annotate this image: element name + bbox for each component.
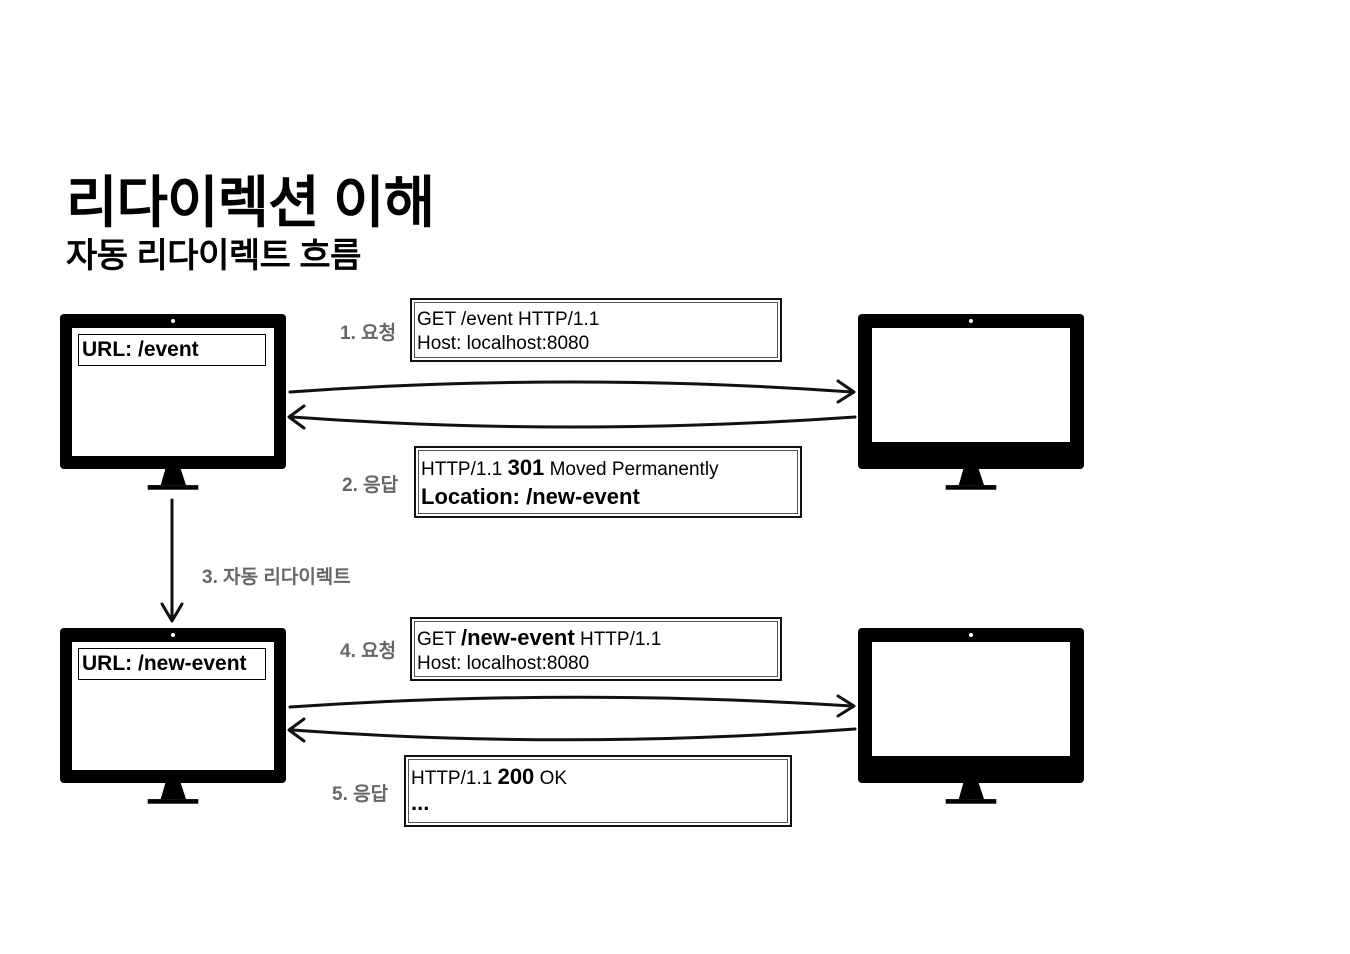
monitor-stand-icon [147,783,199,804]
host-header: Host: localhost:8080 [417,653,590,674]
request-arrow-1 [288,380,854,394]
monitor-stand-icon [147,469,199,490]
request-line: GET /event HTTP/1.1 [417,309,600,330]
status-code: 301 [507,455,545,480]
camera-icon [969,319,973,323]
location-header: Location: /new-event [421,484,640,509]
page-title: 리다이렉션 이해 [66,171,435,234]
monitor-stand-icon [945,783,997,804]
step-label-3: 3. 자동 리다이렉트 [202,567,351,588]
monitor-stand-icon [945,469,997,490]
http-response-1: HTTP/1.1 301 Moved Permanently Location:… [414,446,802,518]
method: GET [417,629,461,650]
url-bar: URL: /event [78,334,266,366]
request-arrow-2 [288,695,854,709]
camera-icon [969,633,973,637]
client-monitor-1: URL: /event [60,314,286,498]
status-line: HTTP/1.1 301 Moved Permanently [421,456,800,482]
step-label-1: 1. 요청 [340,323,397,344]
url-bar: URL: /new-event [78,648,266,680]
http-version: HTTP/1.1 [574,629,662,650]
camera-icon [171,319,175,323]
status-prefix: HTTP/1.1 [421,459,508,480]
request-path: /new-event [461,625,575,650]
step-label-5: 5. 응답 [332,784,389,805]
server-monitor-1 [858,314,1084,498]
status-line: HTTP/1.1 200 OK [411,765,790,791]
response-arrow-1 [290,415,857,429]
client-monitor-2: URL: /new-event [60,628,286,812]
http-request-1: GET /event HTTP/1.1 Host: localhost:8080 [410,298,782,362]
http-request-2: GET /new-event HTTP/1.1 Host: localhost:… [410,617,782,681]
status-prefix: HTTP/1.1 [411,768,498,789]
step-label-4: 4. 요청 [340,641,397,662]
response-ellipsis: ... [411,790,430,815]
server-monitor-2 [858,628,1084,812]
status-text: OK [534,768,568,789]
page-subtitle: 자동 리다이렉트 흐름 [66,237,361,275]
host-header: Host: localhost:8080 [417,333,590,354]
http-response-2: HTTP/1.1 200 OK ... [404,755,792,827]
step-label-2: 2. 응답 [342,475,399,496]
request-line: GET /new-event HTTP/1.1 [417,626,780,652]
status-code: 200 [497,764,535,789]
response-arrow-2 [290,727,857,742]
camera-icon [171,633,175,637]
status-text: Moved Permanently [544,459,719,480]
